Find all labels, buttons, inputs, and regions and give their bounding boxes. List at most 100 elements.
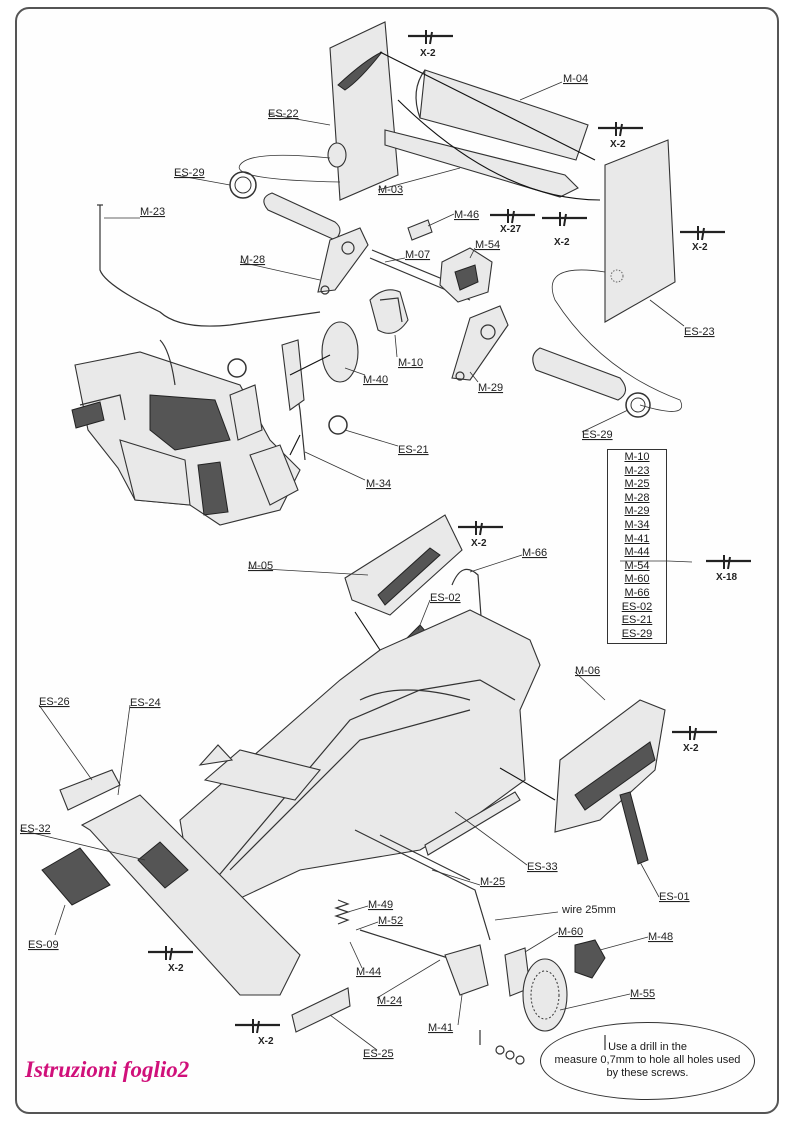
part-label-es29-top: ES-29 [174, 167, 205, 179]
wishbone-m25 [354, 829, 491, 941]
legend-item: M-28 [624, 491, 650, 504]
part-label-m40: M-40 [363, 374, 388, 386]
part-label-es25: ES-25 [363, 1048, 394, 1060]
legend-item: M-23 [624, 464, 650, 477]
tool-code: X-2 [420, 48, 436, 59]
part-label-es26: ES-26 [39, 696, 70, 708]
tool-code: X-2 [610, 139, 626, 150]
roller-right-tube [532, 347, 627, 401]
legend-item: M-25 [624, 478, 650, 491]
disc-m40 [321, 321, 359, 383]
engine-gearbox-block [71, 339, 306, 526]
part-label-m48: M-48 [648, 931, 673, 943]
tool-code: X-27 [500, 224, 522, 235]
wheel-nut-m48 [574, 939, 606, 979]
mesh-es09 [41, 847, 111, 906]
part-label-m07: M-07 [405, 249, 430, 261]
legend-item: M-29 [624, 505, 650, 518]
airbrush-icon-4 [542, 212, 587, 227]
strake-es33 [424, 791, 521, 856]
airbrush-icon-8 [672, 726, 717, 741]
part-label-m28: M-28 [240, 254, 265, 266]
sidepod-m06 [554, 699, 666, 833]
engine-cover-m05 [344, 514, 463, 616]
part-label-m55: M-55 [630, 988, 655, 1000]
legend-item: M-34 [624, 518, 650, 531]
part-label-m54: M-54 [475, 239, 500, 251]
part-label-m44: M-44 [356, 966, 381, 978]
tool-code: X-2 [692, 242, 708, 253]
roller-m28-tube [263, 192, 341, 241]
part-label-m04: M-04 [563, 73, 588, 85]
drill-note-line-1: Use a drill in the [608, 1041, 687, 1053]
airbrush-icon-2 [598, 122, 643, 137]
spring-m49 [334, 899, 350, 925]
tool-code: X-2 [683, 743, 699, 754]
part-label-m34: M-34 [366, 478, 391, 490]
rollhoop-m66 [451, 568, 483, 631]
part-label-es09: ES-09 [28, 939, 59, 951]
airbrush-icon-1 [408, 30, 453, 45]
hub-m10 [369, 289, 409, 334]
part-label-wire: wire 25mm [561, 904, 616, 916]
es21-ring-left [227, 358, 247, 378]
endplate-es26 [59, 769, 121, 811]
airbrush-icon-10 [235, 1019, 280, 1034]
part-label-m23: M-23 [140, 206, 165, 218]
es29-ring-right [625, 392, 651, 418]
tool-code: X-18 [716, 572, 738, 583]
rear-wing-endplate-left [327, 21, 399, 201]
drill-note-ellipse: Use a drill in the measure 0,7mm to hole… [540, 1022, 755, 1100]
tool-code: X-2 [258, 1036, 274, 1047]
tool-code: X-2 [554, 237, 570, 248]
part-label-m05: M-05 [248, 560, 273, 572]
es21-ring-right [328, 415, 348, 435]
legend-item: M-66 [624, 586, 650, 599]
part-label-es29-right: ES-29 [582, 429, 613, 441]
part-label-m24: M-24 [377, 995, 402, 1007]
part-label-es01: ES-01 [659, 891, 690, 903]
part-label-m52: M-52 [378, 915, 403, 927]
part-label-m66: M-66 [522, 547, 547, 559]
gearbox-m54 [439, 247, 493, 303]
sheet-title: Istruzioni foglio2 [25, 1057, 190, 1082]
part-label-es24: ES-24 [130, 697, 161, 709]
mesh-es32 [137, 841, 189, 889]
bracket-m29 [451, 305, 509, 381]
front-wing-es24 [80, 794, 301, 996]
part-label-m03: M-03 [378, 184, 403, 196]
rear-wing-endplate-right [604, 139, 676, 323]
part-label-m49: M-49 [368, 899, 393, 911]
drill-note-line-2: measure 0,7mm to hole all holes used [554, 1054, 741, 1066]
part-label-es22: ES-22 [268, 108, 299, 120]
legend-item: M-60 [624, 573, 650, 586]
part-label-es02: ES-02 [430, 592, 461, 604]
disc-m55 [522, 958, 568, 1032]
airbrush-icon-3 [490, 209, 535, 224]
monocoque-body [179, 609, 541, 911]
part-label-m29: M-29 [478, 382, 503, 394]
part-label-m60: M-60 [558, 926, 583, 938]
part-label-es32: ES-32 [20, 823, 51, 835]
es29-ring-top [229, 171, 257, 199]
part-label-m25: M-25 [480, 876, 505, 888]
legend-item: M-41 [624, 532, 650, 545]
part-label-es21: ES-21 [398, 444, 429, 456]
legend-item: M-10 [624, 451, 650, 463]
spring-es01 [619, 791, 649, 865]
rear-wing-lower-element [384, 129, 579, 198]
part-label-es23: ES-23 [684, 326, 715, 338]
endplate-es25 [291, 987, 351, 1033]
part-m46 [407, 219, 433, 241]
legend-item: M-54 [624, 559, 650, 572]
bracket-m28 [317, 227, 369, 295]
legend-item: M-44 [624, 546, 650, 559]
part-label-es33: ES-33 [527, 861, 558, 873]
tool-code: X-2 [168, 963, 184, 974]
part-label-m41: M-41 [428, 1022, 453, 1034]
airbrush-icon-5 [680, 226, 725, 241]
part-label-m06: M-06 [575, 665, 600, 677]
drill-note-line-3: by these screws. [606, 1067, 689, 1079]
